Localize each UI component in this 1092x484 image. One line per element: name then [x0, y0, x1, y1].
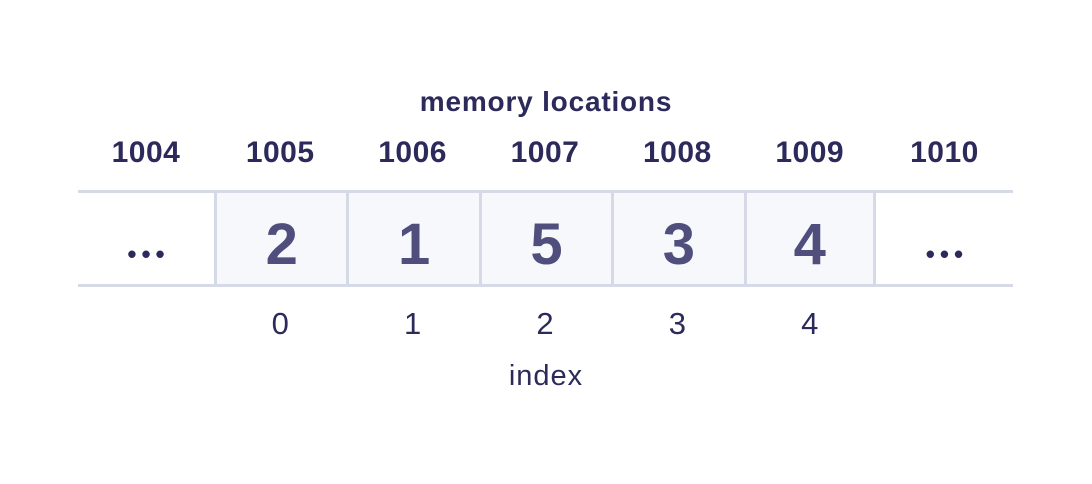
array-cell: 3 — [611, 193, 744, 284]
array-cell: 2 — [214, 193, 347, 284]
ellipsis-dots-icon: ••• — [925, 238, 969, 269]
array-cell-value: 4 — [793, 211, 826, 277]
array-cell-value: 5 — [530, 211, 563, 277]
memory-address-label: 1006 — [378, 136, 447, 169]
memory-address-label: 1008 — [642, 136, 712, 169]
array-cell-value: 2 — [265, 211, 298, 277]
index-value: 1 — [403, 306, 422, 341]
memory-address-label: 1010 — [910, 136, 979, 169]
index-value: 3 — [668, 306, 686, 341]
index-value: 0 — [271, 306, 289, 341]
diagram-title: memory locations — [419, 86, 673, 117]
memory-address-label: 1009 — [775, 136, 845, 169]
ellipsis-cell-left: ••• — [78, 193, 214, 284]
memory-address-label: 1007 — [510, 136, 580, 169]
index-row: 0 1 2 3 4 — [214, 306, 876, 342]
array-memory-band: ••• 2 1 5 3 4 ••• — [78, 190, 1013, 287]
ellipsis-cell-right: ••• — [876, 193, 1013, 284]
array-cell: 1 — [346, 193, 479, 284]
memory-address-label: 1005 — [245, 136, 315, 169]
index-value: 2 — [536, 306, 554, 341]
array-cell: 5 — [478, 193, 612, 284]
array-cell-value: 3 — [662, 211, 695, 277]
memory-address-label: 1004 — [111, 136, 181, 169]
index-value: 4 — [801, 306, 819, 341]
index-caption: index — [508, 360, 584, 392]
memory-address-row: 1004 1005 1006 1007 1008 1009 1010 — [78, 136, 1013, 170]
array-cell: 4 — [743, 193, 876, 284]
array-cell-value: 1 — [397, 211, 431, 277]
ellipsis-dots-icon: ••• — [127, 238, 170, 269]
